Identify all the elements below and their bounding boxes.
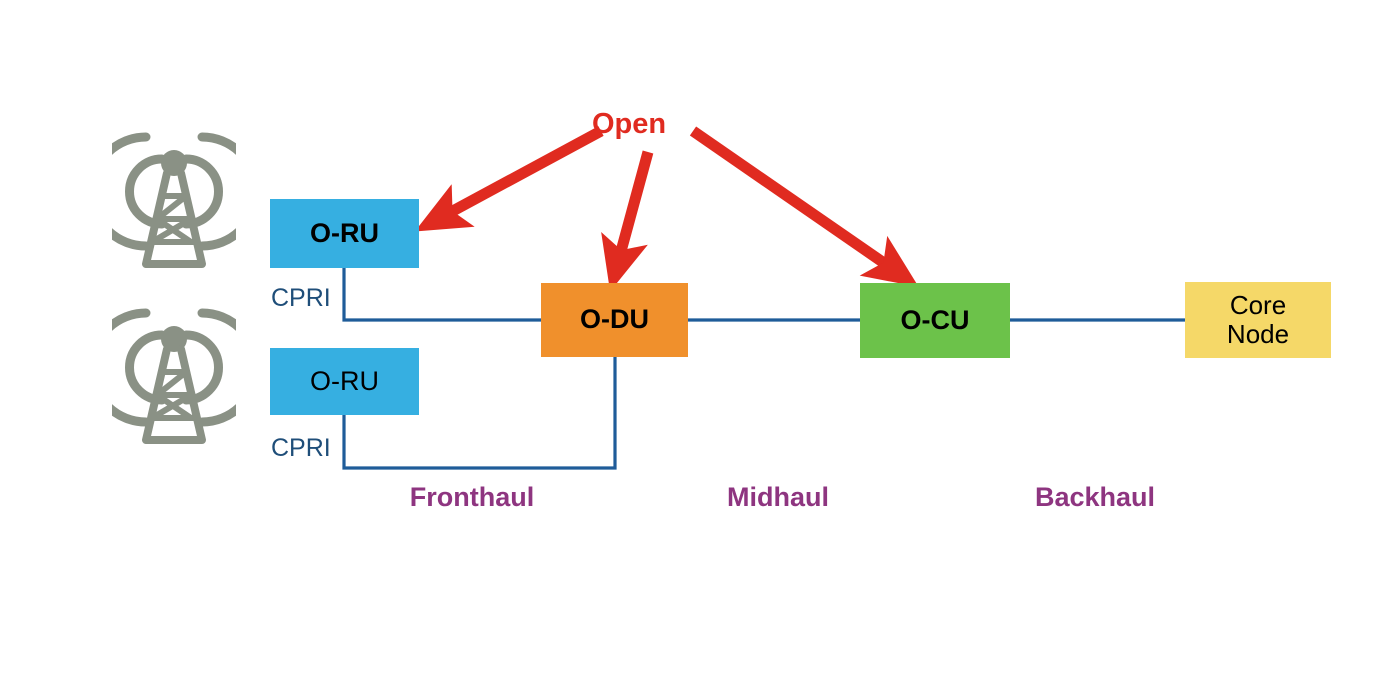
- node-o-cu[interactable]: O-CU: [860, 283, 1010, 358]
- link-oru1-to-odu: [342, 266, 543, 322]
- open-arrow-to-odu: [601, 150, 654, 292]
- link-oru2-to-odu: [342, 355, 617, 470]
- open-arrow-to-oru: [414, 126, 604, 232]
- cell-tower-icon: [112, 308, 236, 444]
- open-annotation-label: Open: [592, 108, 667, 140]
- cell-tower-icon: [112, 132, 236, 268]
- segment-label-fronthaul: Fronthaul: [409, 482, 535, 512]
- node-core-node-label: Core Node: [1226, 290, 1290, 349]
- segment-label-midhaul: Midhaul: [727, 482, 829, 512]
- node-o-cu-label: O-CU: [900, 304, 970, 335]
- cpri-label-bottom: CPRI: [271, 434, 331, 462]
- node-o-ru-2-label: O-RU: [310, 365, 379, 396]
- cpri-label-top: CPRI: [271, 284, 331, 312]
- node-o-du-label: O-DU: [580, 304, 649, 335]
- segment-label-backhaul: Backhaul: [1034, 482, 1156, 512]
- node-o-ru-2[interactable]: O-RU: [270, 348, 419, 415]
- node-o-du[interactable]: O-DU: [541, 283, 688, 357]
- open-arrow-to-ocu: [689, 126, 919, 288]
- node-core-node[interactable]: Core Node: [1185, 282, 1331, 358]
- node-o-ru-1[interactable]: O-RU: [270, 199, 419, 268]
- node-o-ru-1-label: O-RU: [310, 217, 379, 248]
